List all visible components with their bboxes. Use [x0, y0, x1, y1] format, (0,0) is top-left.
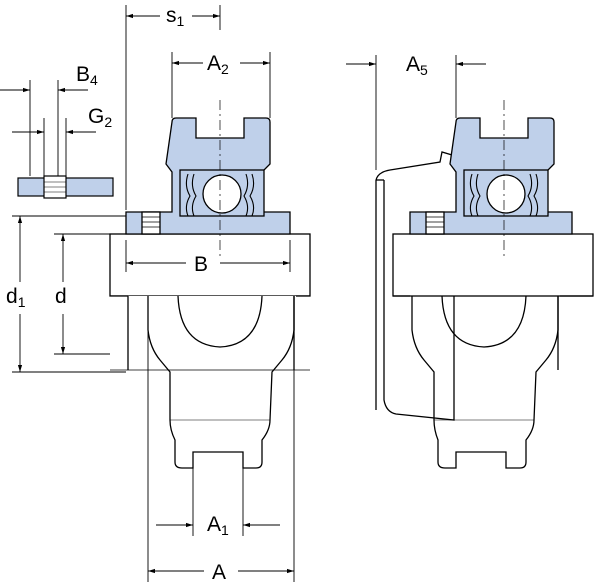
- label-a2: A2: [207, 52, 229, 77]
- left-shaft-lower: [110, 296, 310, 370]
- left-bore-arc: [177, 295, 263, 348]
- left-housing-outline: [147, 296, 295, 469]
- right-view: [375, 100, 594, 469]
- left-view: [109, 100, 311, 469]
- right-grub-screw: [425, 211, 445, 235]
- label-a1: A1: [207, 513, 229, 538]
- label-d: d: [55, 285, 67, 308]
- collar-detail: [17, 175, 114, 199]
- left-shaft: [109, 233, 311, 297]
- right-end-cover: [383, 180, 455, 421]
- right-ball: [486, 174, 526, 214]
- label-a: A: [212, 561, 227, 584]
- label-a5: A5: [406, 53, 428, 78]
- label-d1: d1: [6, 285, 26, 310]
- right-housing-outline: [411, 296, 559, 469]
- label-s1: s1: [166, 4, 185, 29]
- dimension-lines: [0, 5, 486, 582]
- left-ball: [202, 174, 242, 214]
- label-b: B: [194, 253, 209, 276]
- left-grub-screw: [141, 211, 161, 235]
- right-shaft: [392, 233, 594, 297]
- label-g2: G2: [88, 105, 113, 130]
- label-b4: B4: [76, 63, 98, 88]
